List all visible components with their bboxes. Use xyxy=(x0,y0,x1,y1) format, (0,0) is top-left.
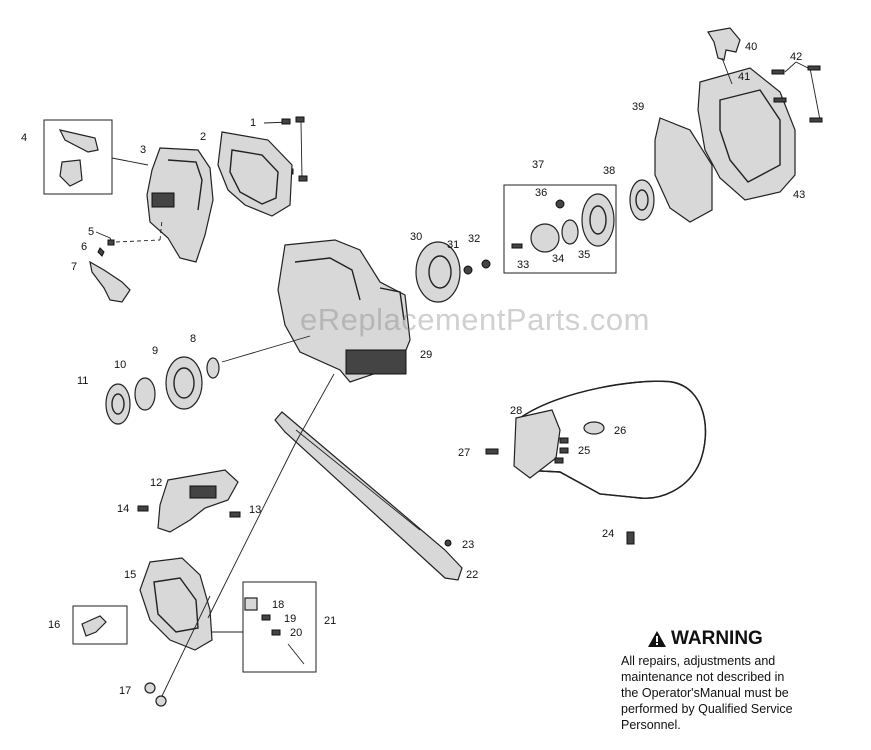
label-part-23: 23 xyxy=(462,539,474,551)
label-part-33: 33 xyxy=(517,259,529,271)
part-43-starter-cover xyxy=(697,67,796,201)
warning-line: the Operator'sManual must be xyxy=(621,686,789,700)
label-part-31: 31 xyxy=(447,239,459,251)
label-part-29: 29 xyxy=(420,349,432,361)
label-part-34: 34 xyxy=(552,253,564,265)
label-part-7: 7 xyxy=(71,261,77,273)
part-28-front-handle xyxy=(513,380,707,499)
part-39-fan-housing xyxy=(654,117,713,223)
part-38-pulley xyxy=(629,179,655,221)
label-part-13: 13 xyxy=(249,504,261,516)
label-part-14: 14 xyxy=(117,503,129,515)
label-part-27: 27 xyxy=(458,447,470,459)
warning-line: performed by Qualified Service xyxy=(621,702,793,716)
part-40-starter-handle xyxy=(707,27,741,85)
label-part-20: 20 xyxy=(290,627,302,639)
label-part-10: 10 xyxy=(114,359,126,371)
warning-triangle-icon xyxy=(648,631,666,647)
label-part-18: 18 xyxy=(272,599,284,611)
part-29-crankcase xyxy=(277,239,411,383)
label-part-9: 9 xyxy=(152,345,158,357)
label-part-26: 26 xyxy=(614,425,626,437)
part-12-brake-band xyxy=(157,469,239,533)
label-part-21: 21 xyxy=(324,615,336,627)
label-part-8: 8 xyxy=(190,333,196,345)
warning-title-row: WARNING xyxy=(647,628,861,650)
label-part-30: 30 xyxy=(410,231,422,243)
label-part-4: 4 xyxy=(21,132,27,144)
label-part-6: 6 xyxy=(81,241,87,253)
label-part-35: 35 xyxy=(578,249,590,261)
label-part-15: 15 xyxy=(124,569,136,581)
parts-24-27-handle-fasteners xyxy=(485,421,635,545)
warning-line: Personnel. xyxy=(621,718,681,732)
part-23-bar-nose xyxy=(444,539,452,547)
watermark: eReplacementParts.com xyxy=(300,302,650,337)
label-part-22: 22 xyxy=(466,569,478,581)
warning-line: All repairs, adjustments and xyxy=(621,654,776,668)
label-part-39: 39 xyxy=(632,101,644,113)
label-part-36: 36 xyxy=(535,187,547,199)
part-13-14-screws xyxy=(137,505,241,518)
part-8-washer xyxy=(206,335,311,379)
label-part-3: 3 xyxy=(140,144,146,156)
part-labels: 1 2 3 4 5 6 7 8 9 10 11 12 13 14 15 16 1… xyxy=(21,41,805,697)
part-11-clutch xyxy=(105,383,131,425)
label-part-24: 24 xyxy=(602,528,614,540)
label-part-32: 32 xyxy=(468,233,480,245)
part-4-trigger-kit xyxy=(43,119,149,195)
label-part-40: 40 xyxy=(745,41,757,53)
label-part-16: 16 xyxy=(48,619,60,631)
parts-5-7-screws-spark xyxy=(89,219,163,303)
label-part-28: 28 xyxy=(510,405,522,417)
label-part-12: 12 xyxy=(150,477,162,489)
label-part-11: 11 xyxy=(77,375,88,387)
label-part-1: 1 xyxy=(250,117,256,129)
part-21-tensioner-kit xyxy=(212,581,317,673)
part-22-guide-bar xyxy=(207,373,463,619)
part-10-washer xyxy=(134,377,156,411)
part-15-clutch-cover xyxy=(139,557,213,651)
warning-notice: WARNING All repairs, adjustments and mai… xyxy=(621,628,861,733)
part-2-side-cover xyxy=(217,131,293,217)
warning-body: All repairs, adjustments and maintenance… xyxy=(621,653,861,733)
part-17-bar-nut xyxy=(144,595,211,707)
label-part-43: 43 xyxy=(793,189,805,201)
label-part-41: 41 xyxy=(738,71,750,83)
label-part-38: 38 xyxy=(603,165,615,177)
label-part-25: 25 xyxy=(578,445,590,457)
part-42-pins xyxy=(771,61,823,123)
label-part-5: 5 xyxy=(88,226,94,238)
part-9-clutch-drum xyxy=(165,356,203,410)
label-part-19: 19 xyxy=(284,613,296,625)
warning-title: WARNING xyxy=(671,628,763,649)
label-part-2: 2 xyxy=(200,131,206,143)
label-part-17: 17 xyxy=(119,685,131,697)
part-3-handle-housing xyxy=(146,147,214,263)
part-30-flywheel xyxy=(415,241,491,303)
label-part-42: 42 xyxy=(790,51,802,63)
warning-line: maintenance not described in xyxy=(621,670,785,684)
label-part-37: 37 xyxy=(532,159,544,171)
part-37-clutch-kit xyxy=(503,184,617,274)
part-16-chain-tensioner-kit xyxy=(72,605,128,645)
